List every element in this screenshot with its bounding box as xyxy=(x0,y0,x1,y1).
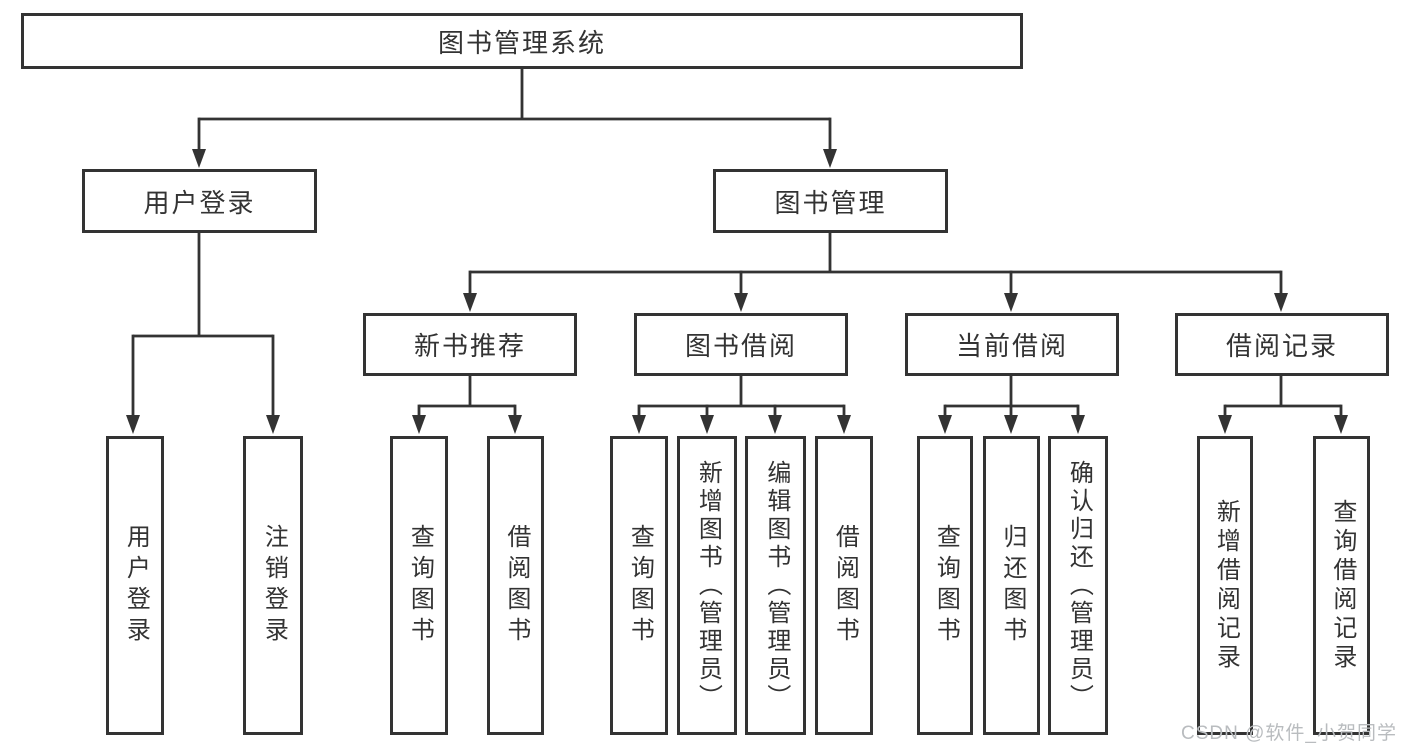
leaf-user-login-label: 用户登录 xyxy=(122,523,150,648)
leaf-edit-book-admin-label: 编辑图书（管理员） xyxy=(762,459,790,712)
csdn-watermark: CSDN @软件_小贺同学 xyxy=(1181,723,1397,744)
node-book-borrow-label: 图书借阅 xyxy=(684,331,797,361)
leaf-query-book-current: 查询图书 xyxy=(917,436,973,735)
node-book-management: 图书管理 xyxy=(713,169,948,233)
node-borrow-records: 借阅记录 xyxy=(1175,313,1389,376)
node-current-borrow: 当前借阅 xyxy=(905,313,1119,376)
leaf-logout: 注销登录 xyxy=(243,436,303,735)
leaf-add-borrow-record: 新增借阅记录 xyxy=(1197,436,1253,735)
arrowhead-icons xyxy=(126,149,1348,434)
node-new-book-recommend-label: 新书推荐 xyxy=(413,331,526,361)
node-user-login-label: 用户登录 xyxy=(143,187,256,218)
leaf-borrow-book-newrec: 借阅图书 xyxy=(487,436,544,735)
leaf-add-book-admin: 新增图书（管理员） xyxy=(677,436,737,735)
node-book-management-label: 图书管理 xyxy=(774,187,887,218)
leaf-confirm-return-admin-label: 确认归还（管理员） xyxy=(1065,459,1093,712)
leaf-query-book-borrow: 查询图书 xyxy=(610,436,668,735)
leaf-add-book-admin-label: 新增图书（管理员） xyxy=(694,459,722,712)
leaf-return-book: 归还图书 xyxy=(983,436,1040,735)
leaf-borrow-book-borrow-label: 借阅图书 xyxy=(831,523,859,648)
leaf-query-book-newrec-label: 查询图书 xyxy=(406,523,434,648)
node-current-borrow-label: 当前借阅 xyxy=(955,331,1068,361)
leaf-query-borrow-record-label: 查询借阅记录 xyxy=(1328,498,1356,673)
leaf-logout-label: 注销登录 xyxy=(260,523,288,648)
leaf-user-login: 用户登录 xyxy=(106,436,164,735)
leaf-query-book-current-label: 查询图书 xyxy=(932,523,960,648)
node-borrow-records-label: 借阅记录 xyxy=(1225,331,1338,361)
node-user-login: 用户登录 xyxy=(82,169,317,233)
node-root-label: 图书管理系统 xyxy=(437,27,606,58)
leaf-confirm-return-admin: 确认归还（管理员） xyxy=(1048,436,1108,735)
node-new-book-recommend: 新书推荐 xyxy=(363,313,577,376)
leaf-query-book-borrow-label: 查询图书 xyxy=(626,523,654,648)
leaf-add-borrow-record-label: 新增借阅记录 xyxy=(1212,498,1240,673)
leaf-query-book-newrec: 查询图书 xyxy=(390,436,448,735)
node-root: 图书管理系统 xyxy=(21,13,1023,69)
leaf-borrow-book-newrec-label: 借阅图书 xyxy=(502,523,530,648)
leaf-query-borrow-record: 查询借阅记录 xyxy=(1313,436,1370,735)
node-book-borrow: 图书借阅 xyxy=(634,313,848,376)
leaf-return-book-label: 归还图书 xyxy=(998,523,1026,648)
leaf-edit-book-admin: 编辑图书（管理员） xyxy=(745,436,806,735)
leaf-borrow-book-borrow: 借阅图书 xyxy=(815,436,873,735)
